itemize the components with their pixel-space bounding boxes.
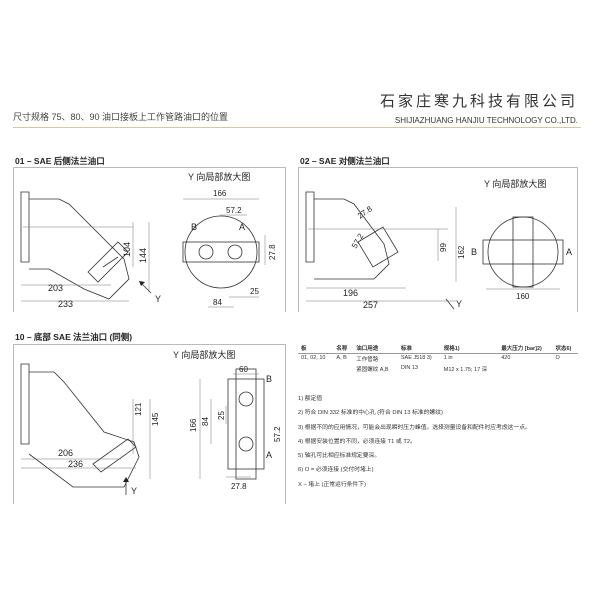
table-header: 板 名称 油口用途 标准 规格1) 最大压力 [bar]2) 状态6) xyxy=(298,343,578,354)
dim-236: 236 xyxy=(68,459,83,469)
note: X – 堵上 (正常运行条件下) xyxy=(298,481,366,488)
note: 3) 根据不同的应用情况，可能会出现瞬时压力峰值。选择测量设备和配件时应考虑这一… xyxy=(298,424,531,431)
dim-121: 121 xyxy=(134,402,143,416)
label-y: Y xyxy=(456,299,462,309)
dim-60: 60 xyxy=(239,365,248,374)
header-divider xyxy=(13,127,581,128)
label-y: Y xyxy=(155,294,161,304)
flange-detail-view xyxy=(182,198,266,308)
dim-144: 144 xyxy=(138,248,148,263)
section-02-title: 02 – SAE 对侧法兰油口 xyxy=(300,156,390,166)
label-y: Y xyxy=(131,486,137,496)
port-a-label: A xyxy=(266,450,272,460)
section-10-drawing: 121 145 206 236 Y Y 向局部放大图 60 166 84 25 … xyxy=(13,344,286,504)
dim-57-2: 57.2 xyxy=(350,232,366,250)
pump-side-view xyxy=(20,363,151,495)
col-header: 规格1) xyxy=(440,343,499,354)
col-header: 板 xyxy=(298,343,334,354)
cell: DIN 13 xyxy=(400,365,418,371)
port-b-label: B xyxy=(471,247,477,257)
pump-side-view xyxy=(20,191,152,302)
page-heading: 尺寸规格 75、80、90 油口接板上工作管路油口的位置 xyxy=(13,112,229,122)
section-01-drawing: 203 233 104 144 Y Y 向局部放大图 166 57.2 27.8… xyxy=(13,167,286,312)
port-b-label: B xyxy=(266,374,272,384)
table-row: 紧固螺纹 A,B DIN 13 M12 x 1.75; 17 深 xyxy=(298,364,578,374)
footnotes: 1) 额定值 2) 符合 DIN 332 标准的中心孔 (符合 DIN 13 标… xyxy=(298,392,531,492)
dim-196: 196 xyxy=(343,288,358,298)
dim-99: 99 xyxy=(439,243,448,252)
col-header: 最大压力 [bar]2) xyxy=(498,343,553,354)
col-header: 标准 xyxy=(397,343,441,354)
dim-57-2: 57.2 xyxy=(226,206,242,215)
port-table: 板 名称 油口用途 标准 规格1) 最大压力 [bar]2) 状态6) 01, … xyxy=(298,343,578,374)
section-01-title: 01 – SAE 后侧法兰油口 xyxy=(15,156,105,166)
cell: 420 xyxy=(501,355,511,361)
detail-title: Y 向局部放大图 xyxy=(484,178,546,189)
section-02-drawing: 27.8 57.2 99 162 196 257 Y Y 向局部放大图 160 … xyxy=(298,167,578,312)
note: 5) 轴孔可比相应标准规定要深。 xyxy=(298,453,381,460)
col-header: 油口用途 xyxy=(353,343,398,354)
dim-203: 203 xyxy=(48,283,63,293)
dim-257: 257 xyxy=(363,300,378,310)
cell: 工作管路 xyxy=(356,357,379,363)
cell xyxy=(498,364,552,374)
note: 2) 符合 DIN 332 标准的中心孔 (符合 DIN 13 标准的螺纹) xyxy=(298,410,443,417)
port-a-label: A xyxy=(566,247,572,257)
cell: 1 in xyxy=(443,355,453,361)
col-header: 名称 xyxy=(333,343,354,354)
cell: M12 x 1.75; 17 深 xyxy=(443,367,488,373)
note: 6) O = 必须连接 (交付时堵上) xyxy=(298,467,374,474)
col-header: 状态6) xyxy=(552,343,578,354)
pump-side-view xyxy=(305,191,457,310)
cell xyxy=(552,364,578,374)
detail-title: Y 向局部放大图 xyxy=(173,349,235,360)
section-10-title: 10 – 底部 SAE 法兰油口 (同侧) xyxy=(15,332,133,342)
dim-145: 145 xyxy=(151,412,160,426)
cell xyxy=(333,364,353,374)
flange-detail-view xyxy=(482,216,564,290)
cell: SAE J518 3) xyxy=(400,355,432,361)
dim-162: 162 xyxy=(457,245,466,259)
company-name-en: SHIJIAZHUANG HANJIU TECHNOLOGY CO.,LTD. xyxy=(394,116,578,125)
dim-25: 25 xyxy=(217,411,226,420)
dim-84: 84 xyxy=(201,417,210,426)
dim-25: 25 xyxy=(250,287,259,296)
table-row: 01, 02, 10 A, B 工作管路 SAE J518 3) 1 in 42… xyxy=(298,354,578,365)
dim-166: 166 xyxy=(213,189,227,198)
dim-160: 160 xyxy=(516,292,530,301)
port-b-label: B xyxy=(191,222,197,232)
cell: 01, 02, 10 xyxy=(301,355,326,361)
dim-166: 166 xyxy=(189,418,198,432)
dim-104: 104 xyxy=(122,242,132,257)
dim-27-8: 27.8 xyxy=(356,204,374,221)
dim-84: 84 xyxy=(213,298,222,307)
dim-233: 233 xyxy=(58,299,73,309)
flange-detail-view xyxy=(199,368,265,480)
dim-57-2: 57.2 xyxy=(273,426,282,442)
cell: A, B xyxy=(336,355,347,361)
dim-27-8: 27.8 xyxy=(268,244,277,260)
detail-title: Y 向局部放大图 xyxy=(188,171,250,182)
cell: 紧固螺纹 A,B xyxy=(356,367,389,373)
note: 1) 额定值 xyxy=(298,396,323,402)
cell xyxy=(298,364,333,374)
dim-27-8: 27.8 xyxy=(231,482,247,491)
company-name-cn: 石家庄寒九科技有限公司 xyxy=(379,93,578,110)
dim-206: 206 xyxy=(58,448,73,458)
port-a-label: A xyxy=(239,222,245,232)
note: 4) 根据安装位置的不同，必须连接 T1 或 T2。 xyxy=(298,438,416,445)
cell: O xyxy=(555,355,560,361)
